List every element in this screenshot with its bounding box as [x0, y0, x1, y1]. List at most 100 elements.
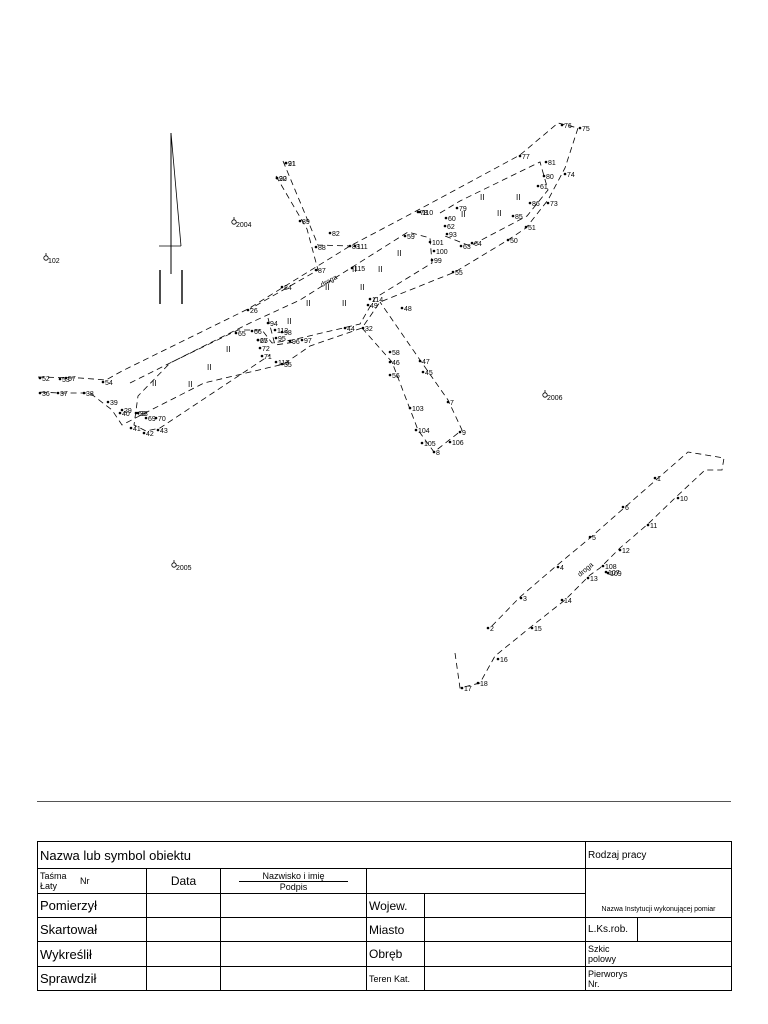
survey-point: 75 [578, 126, 590, 133]
survey-point-marker [274, 336, 278, 340]
survey-point-label: 73 [550, 201, 558, 208]
svg-text:II: II [306, 299, 310, 308]
survey-point-marker [361, 326, 365, 330]
survey-point-label: 63 [463, 244, 471, 251]
survey-point-label: 72 [262, 346, 270, 353]
survey-point-label: 21 [288, 161, 296, 168]
survey-point-label: 50 [510, 238, 518, 245]
survey-point: 73 [546, 201, 558, 208]
survey-point-label: 80 [546, 174, 554, 181]
role-label: Sprawdził [37, 966, 147, 991]
role-label: Pomierzył [37, 893, 147, 918]
survey-point-marker [118, 411, 122, 415]
survey-point-label: 57 [68, 376, 76, 383]
survey-point: 44 [343, 326, 355, 333]
control-point: 2005 [171, 560, 192, 572]
survey-point: 74 [563, 172, 575, 179]
survey-point-marker [154, 416, 158, 420]
survey-point-label: 66 [254, 329, 262, 336]
control-point-label: 2006 [547, 395, 563, 402]
survey-point: 40 [118, 411, 130, 418]
survey-point-label: 13 [590, 576, 598, 583]
survey-point-label: 44 [347, 326, 355, 333]
survey-point-label: 86 [532, 201, 540, 208]
survey-point: 99 [430, 258, 442, 265]
survey-point: 1 [653, 476, 661, 483]
survey-point-label: 114 [372, 297, 383, 304]
survey-point-marker [298, 219, 302, 223]
survey-point-label: 85 [515, 214, 523, 221]
date-cell [146, 941, 221, 967]
survey-point-label: 87 [318, 268, 326, 275]
survey-point: 29 [120, 408, 132, 415]
survey-point-marker [536, 184, 540, 188]
svg-text:II: II [152, 379, 156, 388]
survey-point-label: 6 [625, 505, 629, 512]
survey-point-marker [58, 377, 62, 381]
survey-point-marker [586, 576, 590, 580]
survey-point-marker [676, 496, 680, 500]
survey-point-label: 74 [567, 172, 575, 179]
survey-point-label: 2 [490, 626, 494, 633]
survey-point-marker [275, 176, 279, 180]
survey-point-marker [350, 266, 354, 270]
survey-point: 107 [604, 570, 620, 577]
survey-point-label: 77 [522, 154, 530, 161]
survey-point-label: 18 [480, 681, 488, 688]
survey-point-marker [458, 430, 462, 434]
survey-point: 11 [646, 523, 657, 530]
survey-point-label: 90 [279, 176, 287, 183]
survey-point-label: 52 [42, 376, 50, 383]
survey-point-marker [560, 598, 564, 602]
survey-point-marker [234, 331, 238, 335]
survey-point-label: 108 [605, 564, 617, 571]
survey-point: 14 [560, 598, 572, 605]
survey-point-label: 84 [284, 285, 292, 292]
survey-point-label: 100 [436, 249, 448, 256]
survey-point-marker [300, 338, 304, 342]
survey-point-label: 10 [680, 496, 688, 503]
survey-point-label: 22 [279, 176, 287, 183]
survey-point: 113 [274, 360, 289, 367]
name-signature-cell: Nazwisko i imię Podpis [220, 868, 367, 894]
survey-point-label: 54 [105, 380, 113, 387]
parcel-outlines [37, 122, 725, 689]
survey-point-marker [430, 258, 434, 262]
survey-point-label: 43 [160, 428, 168, 435]
control-point-label: 2005 [176, 565, 192, 572]
survey-point-marker [470, 241, 474, 245]
survey-point: 60 [444, 216, 456, 223]
survey-point: 5 [588, 535, 596, 542]
survey-point: 105 [420, 441, 436, 448]
survey-point-label: 32 [365, 326, 373, 333]
survey-point-marker [443, 224, 447, 228]
survey-point-marker [144, 416, 148, 420]
svg-text:II: II [207, 363, 211, 372]
cadastral-area-label: Teren Kat. [366, 966, 425, 991]
survey-point-marker [142, 431, 146, 435]
survey-point: 70 [154, 416, 166, 423]
field-label: polowy [588, 954, 617, 964]
survey-point-marker [459, 244, 463, 248]
survey-point: 112 [273, 328, 288, 335]
precinct-label: Obręb [366, 941, 425, 967]
survey-point-marker [432, 249, 436, 253]
survey-point: 98 [280, 330, 292, 337]
precinct-value [423, 941, 587, 967]
survey-point-label: 70 [158, 416, 166, 423]
survey-point-label: 1 [657, 476, 661, 483]
survey-point-label: 36 [42, 391, 50, 398]
survey-point-label: 99 [434, 258, 442, 265]
survey-point-marker [486, 626, 490, 630]
survey-point-marker [524, 225, 528, 229]
survey-point-marker [408, 406, 412, 410]
survey-point: 94 [266, 321, 278, 328]
survey-point-label: 47 [422, 359, 430, 366]
survey-point: 13 [586, 576, 598, 583]
survey-point-label: 41 [133, 426, 141, 433]
survey-point-marker [280, 362, 284, 366]
survey-point: 88 [314, 245, 326, 252]
survey-point-label: 68 [138, 411, 146, 418]
survey-point: 83 [348, 244, 360, 251]
survey-point-label: 79 [459, 206, 467, 213]
